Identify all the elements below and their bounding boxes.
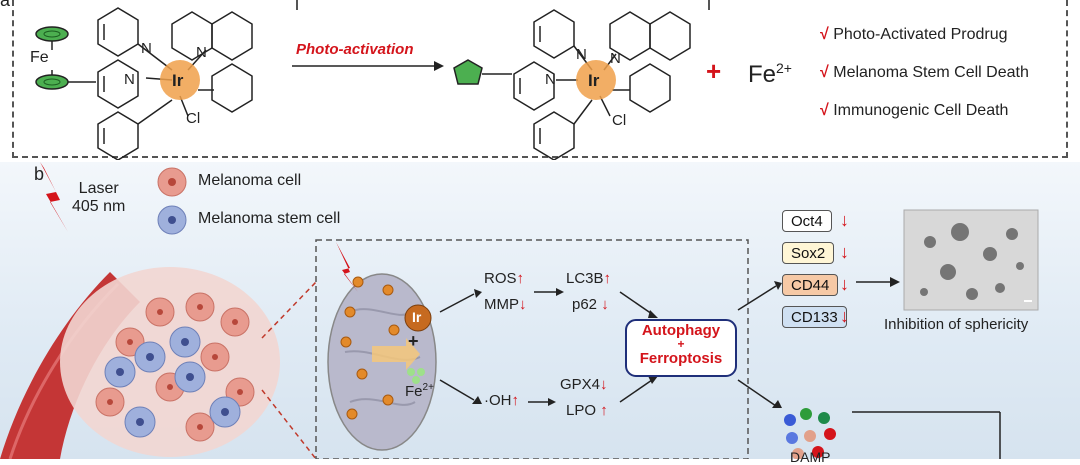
damp-label: DAMP: [790, 449, 831, 465]
plus-sign: +: [677, 337, 685, 351]
autophagy-ferroptosis-box: [625, 319, 737, 377]
nitrogen-label: N: [196, 44, 207, 61]
laser-bolt-icon: [40, 162, 68, 232]
mmp-label: MMP↓: [484, 296, 527, 313]
ros-label: ROS↑: [484, 270, 525, 287]
sphericity-caption: Inhibition of sphericity: [884, 316, 1029, 333]
down-arrow-icon: ↓: [840, 306, 849, 326]
down-arrow-icon: ↓: [840, 242, 849, 262]
lpo-label: LPO ↑: [566, 402, 608, 419]
benefit-item: √ Melanoma Stem Cell Death: [820, 64, 1029, 81]
plus-sign: +: [706, 56, 722, 86]
iridium-center-icon: [576, 60, 616, 100]
panel-a-label: a: [0, 0, 11, 10]
down-arrow-icon: ↓: [840, 210, 849, 230]
nitrogen-label: N: [610, 50, 621, 67]
ferroptosis-label: Ferroptosis: [639, 350, 723, 367]
panel-a: [12, 0, 1068, 158]
marker-cd133: CD133: [782, 306, 847, 328]
autophagy-label: Autophagy: [641, 322, 721, 339]
laser-label-line1: Laser: [78, 180, 119, 197]
nitrogen-label: N: [576, 46, 587, 63]
terpyridine-product: [513, 9, 691, 160]
tumor-mass-icon: [60, 267, 280, 457]
benefits-list: √ Photo-Activated Prodrug √ Melanoma Ste…: [820, 26, 1029, 140]
mechanism-box: [315, 239, 749, 459]
iridium-complex-icon: [404, 304, 432, 332]
lc3b-label: LC3B↑: [566, 270, 612, 287]
panel-b-illustration: [0, 162, 1039, 459]
autophagy-ferroptosis-label: Autophagy + Ferroptosis: [626, 322, 736, 367]
fe-atom-label: Fe: [30, 49, 49, 66]
p62-label: p62 ↓: [572, 296, 609, 313]
iridium-label: Ir: [588, 71, 600, 90]
panel-a-divider: [296, 0, 298, 10]
panel-a-structures: [35, 7, 691, 160]
fe2-label: Fe2+: [405, 382, 434, 400]
marker-sox2: Sox2: [782, 242, 835, 264]
gpx4-label: GPX4↓: [560, 376, 608, 393]
nitrogen-label: N: [124, 71, 135, 88]
legend-melanoma-cell: Melanoma cell: [198, 172, 302, 189]
panel-a-divider: [708, 0, 710, 10]
laser-label-line2: 405 nm: [72, 198, 126, 215]
cyclopentadienyl-icon: [453, 59, 512, 85]
chloride-label: Cl: [186, 110, 201, 127]
damp-molecules-icon: [784, 408, 836, 459]
benefit-item: √ Photo-Activated Prodrug: [820, 26, 1008, 43]
chloride-label: Cl: [612, 112, 627, 129]
photo-activation-label: Photo-activation: [296, 41, 414, 58]
ferrocene-icon: [35, 26, 96, 90]
marker-oct4: Oct4: [782, 210, 832, 232]
down-arrow-icon: ↓: [840, 274, 849, 294]
iridium-complex-label: Ir: [412, 309, 422, 325]
iridium-center-icon: [160, 60, 200, 100]
legend-melanoma-stem-cell: Melanoma stem cell: [198, 210, 341, 227]
hydroxyl-radical-label: ·OH↑: [484, 392, 519, 409]
panel-b-label: b: [34, 164, 45, 184]
plus-sign: +: [408, 331, 419, 351]
nitrogen-label: N: [141, 40, 152, 57]
laser-label: Laser 405 nm: [72, 180, 125, 216]
fe2-product: Fe2+: [748, 60, 792, 88]
iridium-label: Ir: [172, 71, 184, 90]
nitrogen-label: N: [545, 71, 556, 88]
benefit-item: √ Immunogenic Cell Death: [820, 102, 1009, 119]
marker-cd44: CD44: [782, 274, 839, 296]
